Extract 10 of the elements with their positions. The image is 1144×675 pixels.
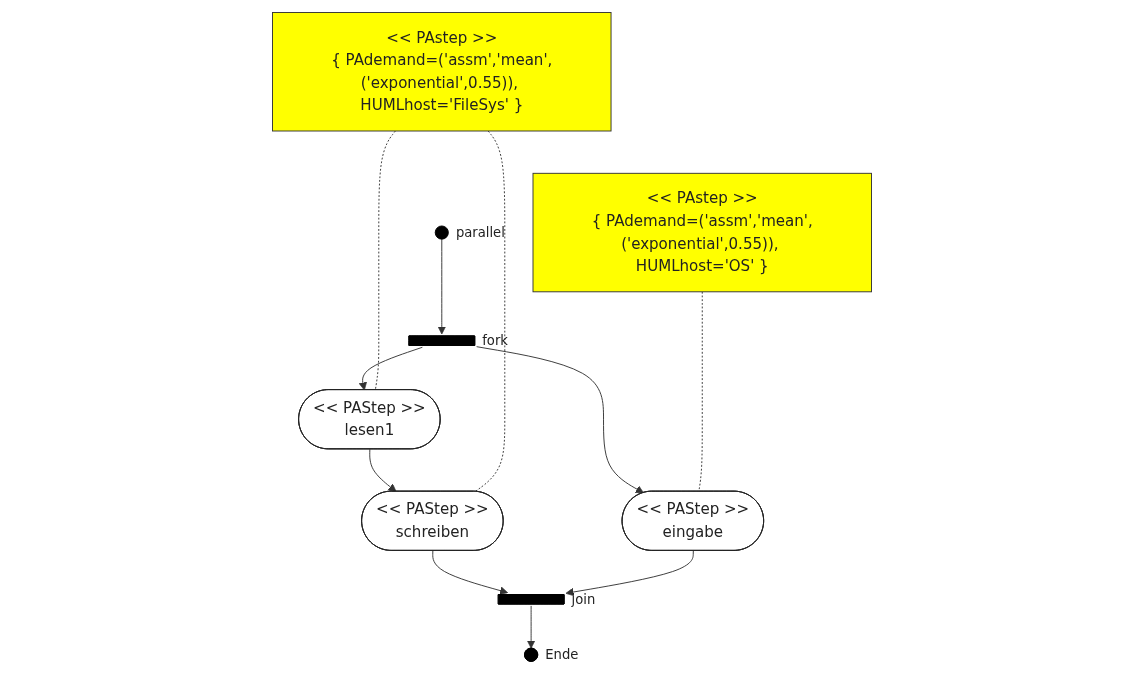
connector: [374, 130, 396, 391]
connector: [474, 130, 506, 493]
node-box: << PAstep >> { PAdemand=('assm','mean',('exponential',0.55)), HUMLhost='OS' }: [532, 172, 872, 293]
connector: [698, 291, 703, 493]
node-box: << PAstep >> { PAdemand=('assm','mean',('exponential',0.55)), HUMLhost='FileSys' }: [272, 12, 612, 132]
node-label: Ende: [545, 647, 579, 663]
node-label: join: [571, 591, 596, 607]
node-circle: [434, 225, 449, 240]
node-label: fork: [482, 333, 508, 349]
node-label: parallel: [455, 225, 505, 241]
